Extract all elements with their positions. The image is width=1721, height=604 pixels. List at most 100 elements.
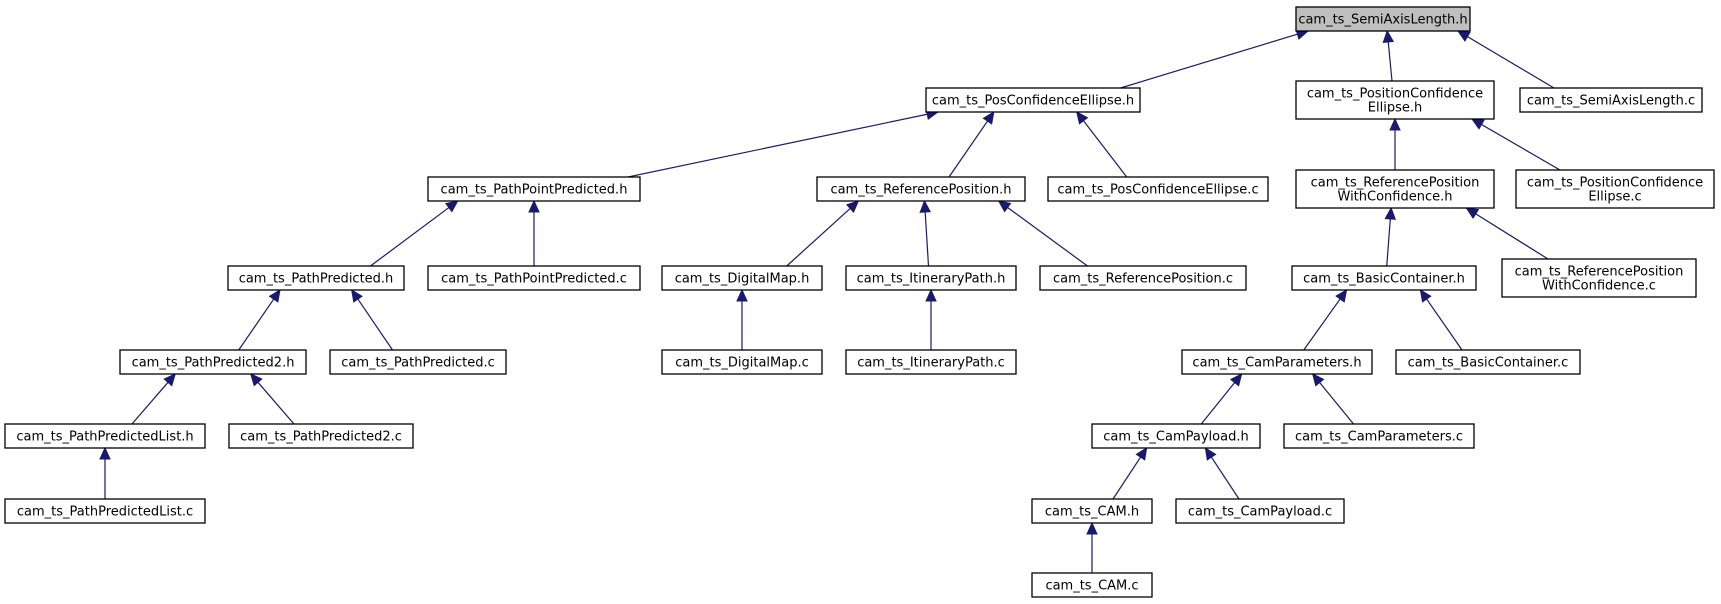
node-box (427, 176, 641, 202)
graph-node-pathpredlist-h[interactable]: cam_ts_PathPredictedList.h (4, 423, 206, 449)
node-label: Ellipse.h (1368, 101, 1422, 116)
node-box (329, 349, 507, 375)
node-label: cam_ts_DigitalMap.c (675, 356, 809, 371)
arrowhead-icon (1465, 207, 1480, 219)
arrowhead-icon (997, 200, 1012, 213)
edge-pathpredlist_h-to-pathpred2_h (131, 381, 169, 425)
graph-node-pathpoint-c[interactable]: cam_ts_PathPointPredicted.c (427, 265, 641, 291)
graph-node-cam-c[interactable]: cam_ts_CAM.c (1031, 572, 1153, 598)
arrowhead-icon (1086, 521, 1098, 535)
node-label: cam_ts_CAM.c (1045, 579, 1138, 594)
edge-pathpred2_h-to-pathpred_h (238, 298, 275, 351)
arrowhead-icon (163, 373, 176, 387)
node-label: Ellipse.c (1588, 190, 1641, 205)
graph-node-pathpredlist-c[interactable]: cam_ts_PathPredictedList.c (4, 498, 206, 524)
graph-node-digitalmap-h[interactable]: cam_ts_DigitalMap.h (661, 265, 823, 291)
node-label: cam_ts_PathPointPredicted.h (441, 183, 628, 198)
node-label: cam_ts_PositionConfidence (1527, 176, 1703, 191)
node-label: cam_ts_CAM.h (1045, 505, 1139, 520)
edge-digitalmap_h-to-refpos_h (786, 207, 851, 267)
node-box (1519, 87, 1703, 113)
node-label: WithConfidence.h (1338, 190, 1453, 205)
edge-pathpred2_c-to-pathpred2_h (257, 381, 295, 425)
graph-node-semiaxis-h: cam_ts_SemiAxisLength.h (1295, 6, 1471, 32)
node-box (925, 87, 1141, 113)
node-box (816, 176, 1026, 202)
arrowhead-icon (250, 373, 263, 387)
arrowhead-icon (1384, 206, 1397, 220)
graph-node-pathpred2-h[interactable]: cam_ts_PathPredicted2.h (119, 349, 307, 375)
graph-node-semiaxis-c[interactable]: cam_ts_SemiAxisLength.c (1519, 87, 1703, 113)
node-label: cam_ts_PathPredicted2.c (240, 430, 402, 445)
node-label: cam_ts_DigitalMap.h (675, 272, 810, 287)
graph-node-basic-c[interactable]: cam_ts_BasicContainer.c (1395, 349, 1581, 375)
arrowhead-icon (982, 111, 995, 125)
graph-node-refpos-h[interactable]: cam_ts_ReferencePosition.h (816, 176, 1026, 202)
edge-pathpoint_h-to-posconf_h (627, 113, 928, 178)
graph-node-pathpred-h[interactable]: cam_ts_PathPredicted.h (227, 265, 405, 291)
arrowhead-icon (268, 289, 281, 303)
arrowhead-icon (736, 288, 748, 302)
arrowhead-icon (919, 199, 931, 213)
node-box (1091, 423, 1261, 449)
edge-refpos_h-to-posconf_h (948, 120, 989, 178)
graph-node-camparams-c[interactable]: cam_ts_CamParameters.c (1283, 423, 1475, 449)
node-label: cam_ts_CamParameters.h (1192, 356, 1361, 371)
edge-positionconf_h-to-semiaxis_h (1387, 41, 1393, 82)
node-box (4, 423, 206, 449)
edge-camparams_c-to-camparams_h (1319, 382, 1354, 425)
node-label: cam_ts_PathPointPredicted.c (441, 272, 627, 287)
edge-posconf_h-to-semiaxis_h (1120, 33, 1298, 89)
node-label: cam_ts_PosConfidenceEllipse.c (1057, 183, 1258, 198)
node-box (1039, 265, 1247, 291)
node-box (1515, 169, 1715, 209)
arrowhead-icon (351, 289, 363, 303)
node-box (1295, 80, 1495, 120)
graph-node-cam-h[interactable]: cam_ts_CAM.h (1031, 498, 1153, 524)
graph-node-itinerary-h[interactable]: cam_ts_ItineraryPath.h (845, 265, 1017, 291)
node-label: cam_ts_PathPredicted.c (341, 356, 495, 371)
edge-camparams_h-to-basic_h (1303, 298, 1341, 351)
node-box (661, 349, 823, 375)
graph-node-pathpoint-h[interactable]: cam_ts_PathPointPredicted.h (427, 176, 641, 202)
node-label: cam_ts_CamPayload.c (1188, 505, 1332, 520)
node-label: cam_ts_PathPredicted2.h (132, 356, 295, 371)
node-label: cam_ts_SemiAxisLength.c (1527, 94, 1695, 109)
graph-node-pathpred-c[interactable]: cam_ts_PathPredicted.c (329, 349, 507, 375)
graph-node-itinerary-c[interactable]: cam_ts_ItineraryPath.c (845, 349, 1017, 375)
arrowhead-icon (1419, 289, 1432, 303)
arrowhead-icon (445, 200, 459, 213)
node-box (119, 349, 307, 375)
graph-node-campayload-h[interactable]: cam_ts_CamPayload.h (1091, 423, 1261, 449)
graph-node-campayload-c[interactable]: cam_ts_CamPayload.c (1175, 498, 1345, 524)
node-label: cam_ts_ReferencePosition.h (830, 183, 1011, 198)
node-label: cam_ts_ItineraryPath.c (857, 356, 1005, 371)
arrowhead-icon (1335, 289, 1348, 303)
node-label: cam_ts_PathPredictedList.h (16, 430, 193, 445)
node-label: cam_ts_SemiAxisLength.h (1298, 13, 1467, 28)
edge-pathpred_c-to-pathpred_h (357, 298, 393, 351)
graph-node-refpos-c[interactable]: cam_ts_ReferencePosition.c (1039, 265, 1247, 291)
node-label: cam_ts_PosConfidenceEllipse.h (932, 94, 1134, 109)
graph-node-digitalmap-c[interactable]: cam_ts_DigitalMap.c (661, 349, 823, 375)
node-box (1181, 349, 1373, 375)
arrowhead-icon (99, 446, 111, 460)
graph-node-posconf-h[interactable]: cam_ts_PosConfidenceEllipse.h (925, 87, 1141, 113)
graph-node-basic-h[interactable]: cam_ts_BasicContainer.h (1291, 265, 1477, 291)
node-label: cam_ts_CamPayload.h (1103, 430, 1248, 445)
node-box (661, 265, 823, 291)
edge-cam_h-to-campayload_h (1112, 456, 1142, 500)
arrowhead-icon (925, 288, 937, 302)
node-box (1031, 498, 1153, 524)
edge-basic_h-to-refposwc_h (1386, 218, 1391, 267)
graph-node-pathpred2-c[interactable]: cam_ts_PathPredicted2.c (228, 423, 414, 449)
graph-node-posconf-c[interactable]: cam_ts_PosConfidenceEllipse.c (1047, 176, 1269, 202)
node-box (227, 265, 405, 291)
graph-node-camparams-h[interactable]: cam_ts_CamParameters.h (1181, 349, 1373, 375)
node-box (1291, 265, 1477, 291)
node-box (1295, 169, 1495, 209)
